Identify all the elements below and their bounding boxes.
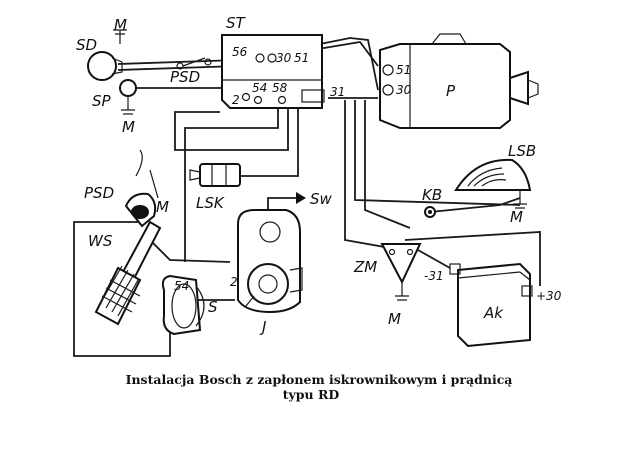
wire-sd-to-st [117,59,239,65]
ws-handlebar-grip [94,149,162,326]
j-magneto [237,209,303,314]
label-psd-top: PSD [170,68,200,86]
terminal-ak-plus [521,285,533,297]
wire-to-zm [364,100,411,229]
sp-lamp [119,79,137,115]
term-st-31: 31 [330,85,345,99]
term-st-51: 51 [294,51,309,65]
terminal-ak-minus [449,263,461,275]
kb-connector [424,206,436,218]
lsb-tail-lamp [454,158,532,209]
label-ak: Ak [483,304,504,322]
psd-switch-top [176,57,212,70]
term-st-58: 58 [272,81,288,95]
label-sd: SD [76,36,97,54]
sw-arrow [296,192,306,204]
term-j-2: 2 [230,275,238,289]
label-p: P [446,82,456,100]
label-zm: ZM [353,258,377,276]
label-m-zm: M [388,310,401,328]
wire-to-zm-2 [344,100,391,249]
label-m-sp: M [122,118,135,136]
term-st-54: 54 [252,81,267,95]
term-p-30: 30 [396,83,412,97]
zm-junction [380,243,422,301]
caption-line-2: typu RD [282,387,340,402]
wire-st-to-j [184,108,279,262]
wire-ws-to-j [149,239,231,263]
term-s-54: 54 [174,279,189,293]
label-lsk: LSK [196,194,225,212]
label-m-psd: M [156,198,169,216]
wiring-lines [73,37,541,357]
terminal-p-51 [382,64,394,76]
label-lsb: LSB [508,142,536,160]
term-st-2: 2 [232,93,240,107]
label-psd-left: PSD [84,184,114,202]
term-ak-plus30: +30 [536,289,562,303]
ground-sd [113,29,127,44]
terminal-st-56 [255,53,265,63]
terminal-p-30 [382,84,394,96]
wire-st-to-lsk [240,108,299,177]
terminal-st-31 [301,89,325,103]
ak-battery [449,262,533,348]
label-ws: WS [88,232,113,250]
label-kb: KB [422,186,442,204]
terminal-st-54 [253,95,263,105]
component-labels: ST SD M PSD SP M P LSB KB M LSK Sw PSD M… [76,14,536,336]
p-bracket [431,33,467,45]
term-p-51: 51 [396,63,411,77]
label-j: J [259,318,266,336]
s-horn [161,274,205,336]
wire-kb-to-lsb [429,197,521,213]
term-st-56: 56 [232,45,248,59]
label-st: ST [226,14,247,32]
label-sp: SP [92,92,112,110]
term-ak-minus31: -31 [424,269,444,283]
p-generator [379,33,539,129]
wire-zm-to-ak [417,249,451,269]
ground-sp [121,96,135,115]
p-nut [527,79,539,99]
caption-line-1: Instalacja Bosch z zapłonem iskrownikowy… [125,372,513,387]
wire-j-to-sw [267,197,296,212]
lsk-socket [189,163,241,187]
ground-zm [395,282,409,301]
label-m-top: M [114,16,127,34]
st-switch-box [221,34,325,109]
term-st-30: 30 [276,51,292,65]
wire-st-loop [174,108,289,151]
label-s: S [208,298,218,316]
label-sw: Sw [310,190,333,208]
wire-to-kb-lsb [354,100,521,206]
wire-zm-to-ak30 [404,231,541,286]
p-shaft-end [509,70,529,106]
terminal-labels: 56 30 51 54 58 31 2 51 30 2 54 -31 +30 [174,45,562,303]
wire-sp-to-st [134,87,233,96]
label-m-kb: M [510,208,523,226]
ground-lsb [513,190,527,209]
terminal-st-58 [277,95,287,105]
terminal-st-30 [267,53,277,63]
terminal-st-2 [241,92,251,102]
sd-headlamp [87,29,127,81]
